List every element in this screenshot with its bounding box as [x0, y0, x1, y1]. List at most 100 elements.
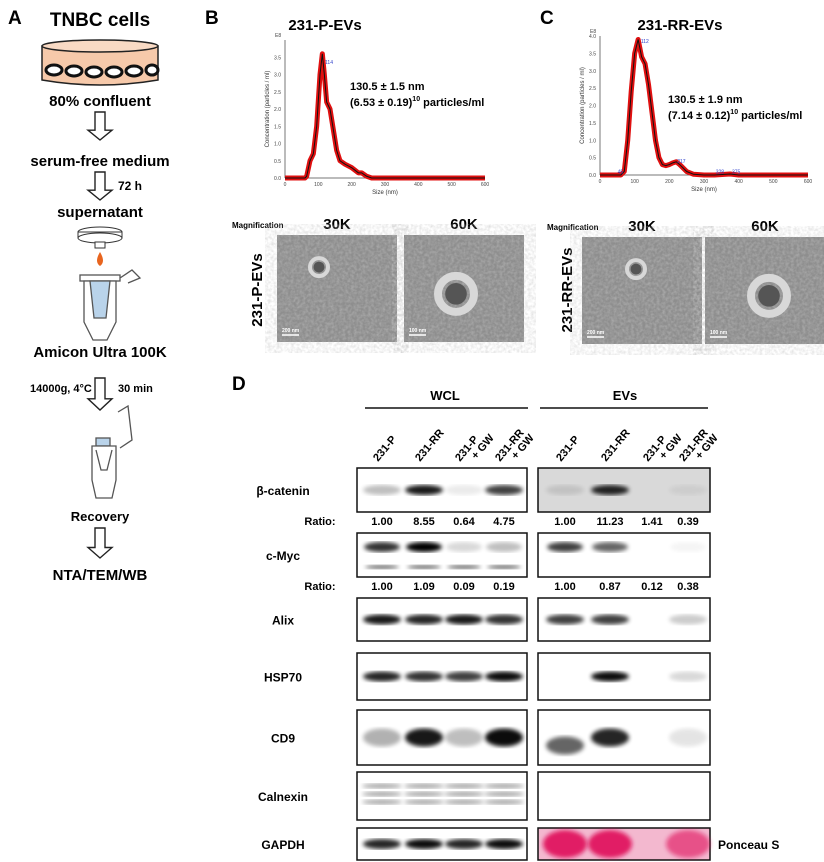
x-tick-label: 200	[347, 182, 356, 188]
chart-title: 231-RR-EVs	[637, 17, 722, 34]
group-label: WCL	[430, 388, 460, 403]
ratio-value: 0.38	[677, 581, 698, 593]
protein-band	[485, 614, 523, 625]
x-tick-label: 500	[769, 179, 778, 185]
y-tick-label: 2.0	[589, 104, 596, 110]
size-annotation: 130.5 ± 1.5 nm	[350, 81, 425, 93]
protein-band	[588, 830, 632, 858]
ratio-value: 0.19	[493, 581, 514, 593]
group-label: EVs	[613, 388, 638, 403]
down-arrow-icon	[86, 377, 114, 411]
protein-band	[405, 839, 443, 849]
vesicle-lumen	[758, 285, 780, 307]
protein-band	[362, 791, 402, 797]
label-72h: 72 h	[118, 179, 142, 193]
peak-label: 328	[716, 169, 725, 175]
y-tick-label: 0.0	[589, 173, 596, 179]
peak-label: 112	[641, 39, 649, 45]
label-spin-time: 30 min	[118, 383, 153, 395]
magnification-value: 30K	[323, 216, 351, 233]
blot-membrane	[537, 532, 711, 578]
blot-row-3: HSP70	[264, 652, 711, 701]
peak-label: 375	[732, 169, 741, 175]
protein-band	[404, 783, 444, 789]
tem-row-label: 231-P-EVs	[249, 253, 266, 326]
series-error-band	[600, 36, 808, 178]
protein-band	[404, 791, 444, 797]
culture-dish-icon	[41, 39, 160, 86]
x-tick-label: 0	[599, 179, 602, 185]
protein-band	[406, 542, 442, 552]
protein-band	[484, 791, 524, 797]
blot-membrane	[356, 532, 528, 578]
panel-a: A TNBC cells 80% confluent serum-free me…	[8, 8, 170, 584]
scale-bar-label: 100 nm	[710, 330, 728, 336]
peak-label: 45	[618, 169, 624, 175]
protein-band	[444, 791, 484, 797]
protein-band	[669, 485, 707, 495]
y-exponent: E8	[275, 33, 281, 39]
protein-label: GAPDH	[261, 838, 304, 852]
y-tick-label: 3.5	[589, 51, 596, 57]
lane-label: 231-RR	[413, 427, 447, 464]
peak-label: 114	[325, 60, 333, 66]
panel-label-a: A	[8, 8, 22, 29]
series-line	[285, 53, 485, 179]
protein-band	[546, 614, 584, 625]
lane-label-line: 231-P	[554, 434, 582, 464]
series-line	[600, 39, 808, 176]
lane-label: 231-P+ GW	[453, 425, 497, 471]
panel-label-b: B	[205, 8, 219, 29]
protein-band	[670, 542, 706, 552]
recovery-tube-icon	[91, 404, 133, 499]
protein-band	[485, 485, 523, 495]
protein-band	[669, 614, 707, 625]
protein-band	[592, 542, 628, 552]
protein-band	[666, 830, 710, 858]
step-confluent: 80% confluent	[49, 93, 151, 110]
protein-band	[363, 485, 401, 495]
y-tick-label: 2.5	[274, 90, 281, 96]
x-tick-label: 0	[284, 182, 287, 188]
step-recovery: Recovery	[71, 509, 130, 524]
protein-band	[365, 565, 399, 569]
y-tick-label: 4.0	[589, 34, 596, 40]
arrow-icons	[86, 111, 114, 559]
drop-icon	[97, 252, 103, 266]
lane-label: 231-P	[554, 434, 582, 464]
magnification-label: Magnification	[232, 221, 284, 230]
annotation-part: 10	[730, 109, 738, 116]
protein-band	[485, 728, 523, 747]
protein-band	[546, 736, 584, 755]
protein-band	[405, 614, 443, 625]
y-tick-label: 2.0	[274, 107, 281, 113]
ratio-value: 0.87	[599, 581, 620, 593]
lane-label-line: 231-P	[371, 434, 399, 464]
blot-row-2: Alix	[272, 597, 711, 642]
x-tick-label: 400	[414, 182, 423, 188]
protein-band	[405, 671, 443, 682]
protein-band	[486, 542, 522, 552]
vesicle	[625, 258, 647, 281]
ratio-value: 4.75	[493, 516, 514, 528]
y-tick-label: 3.0	[274, 73, 281, 79]
label-spin-conditions: 14000g, 4°C	[30, 383, 92, 395]
protein-band	[445, 728, 483, 747]
series-error-band	[285, 51, 485, 181]
annotation-part: (6.53 ± 0.19)	[350, 97, 413, 109]
lane-label: 231-RR+ GW	[677, 425, 721, 471]
step-analysis: NTA/TEM/WB	[53, 567, 148, 584]
lane-label: 231-RR+ GW	[493, 425, 537, 471]
protein-band	[405, 728, 443, 747]
step-serum-free: serum-free medium	[30, 153, 169, 170]
step-supernatant: supernatant	[57, 204, 143, 221]
protein-band	[485, 839, 523, 849]
scale-bar-label: 100 nm	[409, 328, 427, 334]
